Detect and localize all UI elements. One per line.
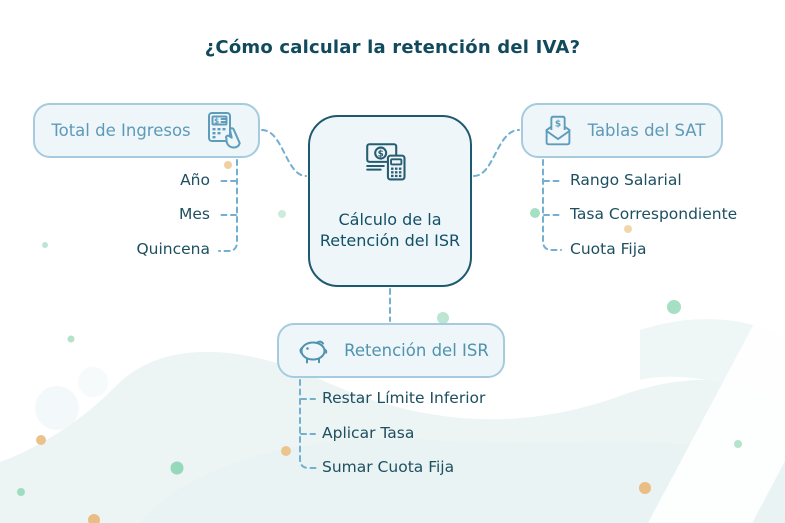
item-aplicar-tasa: Aplicar Tasa: [322, 424, 415, 442]
item-mes: Mes: [179, 205, 210, 223]
item-sumar-cuota-fija: Sumar Cuota Fija: [322, 458, 455, 476]
node-label: Tablas del SAT: [587, 121, 706, 140]
node-label: Retención del ISR: [344, 341, 489, 360]
item-quincena: Quincena: [136, 240, 210, 258]
node-calculo-retencion-isr: $ Cálculo de la Retención del ISR: [308, 115, 472, 287]
center-label-line1: Cálculo de la: [338, 210, 442, 229]
node-tablas-del-sat: $ Tablas del SAT: [521, 103, 723, 158]
money-calculator-icon: $: [366, 143, 406, 181]
svg-text:$: $: [214, 116, 219, 125]
svg-text:$: $: [554, 119, 560, 129]
calculator-hand-icon: $: [207, 111, 241, 148]
node-total-de-ingresos: Total de Ingresos $: [33, 103, 260, 158]
item-cuota-fija: Cuota Fija: [570, 240, 647, 258]
item-rango-salarial: Rango Salarial: [570, 171, 682, 189]
center-node-label: Cálculo de la Retención del ISR: [320, 209, 460, 251]
piggy-bank-icon: [299, 340, 328, 363]
item-restar-limite-inferior: Restar Límite Inferior: [322, 389, 486, 407]
page-title: ¿Cómo calcular la retención del IVA?: [204, 37, 581, 58]
node-retencion-del-isr: Retención del ISR: [277, 323, 505, 378]
item-ano: Año: [180, 171, 210, 189]
node-label: Total de Ingresos: [51, 121, 191, 140]
svg-text:$: $: [378, 149, 384, 159]
envelope-money-icon: $: [545, 115, 570, 145]
item-tasa-correspondiente: Tasa Correspondiente: [570, 205, 738, 223]
center-label-line2: Retención del ISR: [319, 231, 461, 250]
